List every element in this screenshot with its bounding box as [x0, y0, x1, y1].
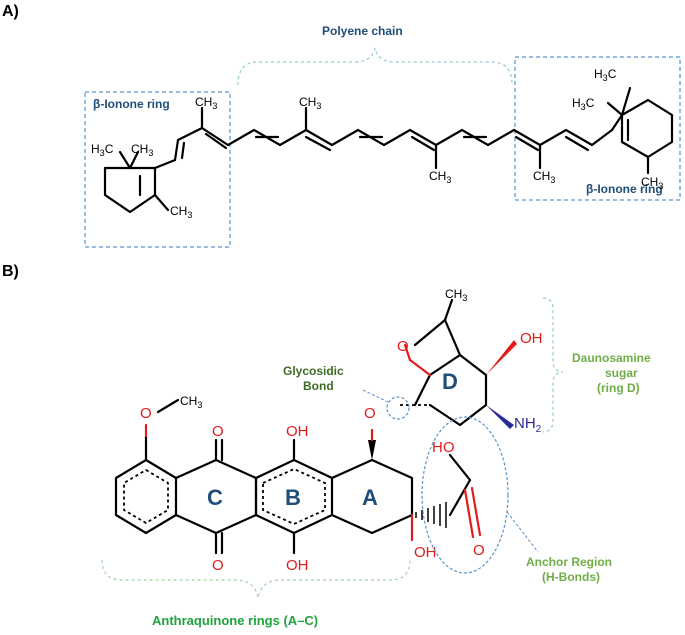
methoxy-group [144, 398, 180, 462]
anchor-label-1: Anchor Region [526, 555, 612, 569]
quinone-oxygen-top: O [212, 423, 224, 440]
ring-c-letter: C [207, 485, 223, 510]
right-ionone-label: β-Ionone ring [586, 182, 663, 196]
daunosamine-label-1: Daunosamine [572, 351, 651, 365]
glycosidic-label-2: Bond [303, 379, 334, 393]
ring-b-hydroxyl-top: OH [286, 423, 309, 440]
right-gem-methyl-1: H3C [594, 67, 617, 83]
polyene-chain-label: Polyene chain [322, 24, 403, 38]
methoxy-oxygen: O [140, 405, 152, 422]
glycosidic-circle [386, 396, 410, 420]
left-ionone-box [84, 91, 231, 248]
daunosamine-label-3: (ring D) [597, 381, 640, 395]
anthraquinone-brace [101, 559, 411, 599]
anchor-ellipse [421, 416, 509, 574]
ring-d-letter: D [442, 369, 458, 394]
ring-d-structure [400, 298, 517, 429]
polyene-zigzag [173, 106, 614, 170]
ring-d-methyl: CH3 [445, 287, 467, 303]
ring-d-oxygen: O [397, 338, 409, 355]
daunosamine-label-2: sugar [605, 366, 638, 380]
glycosidic-oxygen: O [364, 405, 376, 422]
chain-methyl-4: CH3 [533, 169, 555, 185]
left-gem-methyl-2: CH3 [131, 142, 153, 158]
ring-c-structure [114, 458, 178, 535]
glycosidic-pointer [362, 389, 389, 403]
anchor-oxygen: O [473, 542, 485, 559]
ring-b-letter: B [285, 485, 301, 510]
left-ionone-label: β-Ionone ring [93, 97, 170, 111]
ring-d-amine: NH2 [514, 415, 542, 435]
chain-methyl-2: CH3 [299, 95, 321, 111]
anchor-sidechain [448, 453, 482, 539]
glycosidic-label-1: Glycosidic [283, 364, 344, 378]
quinone-oxygen-bottom: O [212, 557, 224, 574]
daunosamine-brace [542, 297, 564, 433]
anchor-pointer [506, 511, 539, 553]
polyene-brace [237, 47, 513, 86]
ring-a-structure [330, 428, 447, 542]
right-ring-methyl: CH3 [641, 175, 663, 191]
left-ionone-ring [103, 150, 177, 214]
panel-a-label: A) [2, 3, 19, 20]
left-gem-methyl-1: H3C [91, 142, 114, 158]
right-gem-methyl-2: H3C [572, 96, 595, 112]
hashed-wedge [415, 502, 447, 528]
anchor-label-2: (H-Bonds) [542, 570, 600, 584]
ring-d-hydroxyl: OH [520, 330, 543, 347]
panel-b-label: B) [2, 263, 19, 280]
ring-a-letter: A [362, 485, 378, 510]
ring-a-hydroxyl: OH [414, 544, 437, 561]
right-ionone-ring [606, 86, 674, 175]
anchor-hydroxyl: HO [432, 439, 455, 456]
anthraquinone-label: Anthraquinone rings (A–C) [152, 613, 318, 628]
chain-methyl-1: CH3 [195, 95, 217, 111]
ring-b-hydroxyl-bottom: OH [286, 557, 309, 574]
methoxy-methyl: CH3 [180, 394, 202, 410]
chain-methyl-3: CH3 [429, 169, 451, 185]
left-ring-methyl: CH3 [170, 204, 192, 220]
